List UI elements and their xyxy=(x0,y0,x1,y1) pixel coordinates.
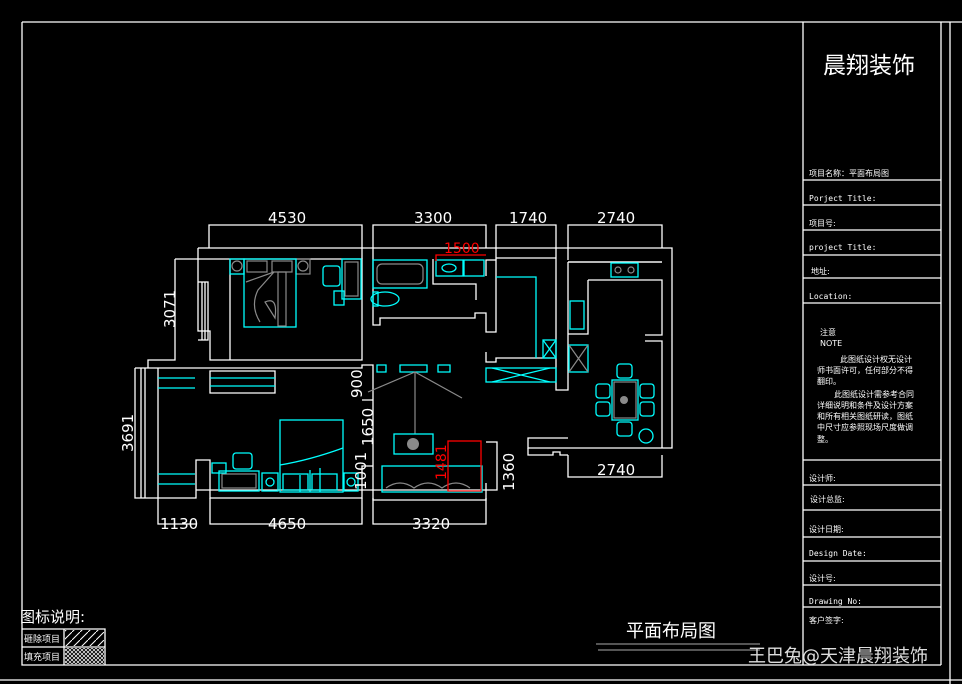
company-name: 晨翔装饰 xyxy=(823,53,915,79)
dim-top-2: 3300 xyxy=(414,209,452,227)
dimension-lines xyxy=(157,224,663,525)
chair xyxy=(639,401,655,417)
drawing-no-en-label: Drawing No: xyxy=(809,597,862,606)
drawing-title: 平面布局图 xyxy=(626,621,716,642)
note-line: 中尺寸应参照现场尺度做调 xyxy=(817,422,913,432)
crosshatch-swatch xyxy=(65,648,104,664)
shoe-cabinet xyxy=(496,276,537,358)
plant-icon xyxy=(638,428,654,444)
red-dimension-line xyxy=(435,254,486,261)
bathroom-fixtures xyxy=(370,254,486,307)
hatch-swatch xyxy=(65,630,104,646)
note-line: 详细说明和条件及设计方案 xyxy=(817,400,913,410)
designer-label: 设计师: xyxy=(809,473,836,483)
project-title-label: Porject Title: xyxy=(809,194,876,203)
red-highlight-area xyxy=(447,440,482,492)
note-line: 师书面许可，任何部分不得 xyxy=(817,365,913,375)
toilet xyxy=(370,291,400,307)
project-no-label: 项目号: xyxy=(809,219,836,228)
note-line: 此图纸设计需参考合同 xyxy=(834,389,914,399)
sink xyxy=(435,259,464,277)
dim-top-1: 4530 xyxy=(268,209,306,227)
drawing-no-label: 设计号: xyxy=(809,573,836,583)
dim-top-3: 1740 xyxy=(509,209,547,227)
tv-cabinet xyxy=(376,364,451,373)
title-underline xyxy=(596,643,760,651)
dim-left-2: 3691 xyxy=(119,414,137,452)
legend-table: 砸除项目 填充项目 xyxy=(22,628,106,665)
dim-red-1: 1500 xyxy=(444,241,480,257)
note-line: 整。 xyxy=(817,434,833,444)
kitchen-sink xyxy=(569,300,585,330)
project-name-label: 项目名称：平面布局图 xyxy=(809,168,889,178)
dining-table xyxy=(611,379,639,421)
chair xyxy=(616,421,633,437)
dim-mid-2: 1650 xyxy=(359,408,377,446)
dim-red-2: 1481 xyxy=(434,444,450,480)
dim-bottom-1: 1130 xyxy=(160,515,198,533)
cabinet xyxy=(485,367,557,383)
chair xyxy=(595,383,611,399)
dim-mid-1: 900 xyxy=(348,369,366,398)
dim-mid-4: 1360 xyxy=(500,453,518,491)
desk xyxy=(218,470,260,492)
entrance-cabinets xyxy=(485,276,557,383)
dim-bottom-3: 3320 xyxy=(412,515,450,533)
legend-item-fill: 填充项目 xyxy=(24,651,60,663)
design-supervisor-label: 设计总监: xyxy=(810,494,845,504)
note-line: 翻印。 xyxy=(817,377,841,386)
dim-mid-3: 1001 xyxy=(352,452,370,490)
note-line: 此图纸设计权无设计 xyxy=(840,354,912,364)
legend-title: 图标说明: xyxy=(20,608,85,626)
dim-bottom-2: 4650 xyxy=(268,515,306,533)
double-bed xyxy=(279,419,344,493)
chair xyxy=(595,401,611,417)
watermark: 王巴兔@天津晨翔装饰 xyxy=(748,646,928,667)
nightstand xyxy=(261,472,279,492)
note-title: 注意 xyxy=(820,327,836,337)
nightstand xyxy=(343,472,359,492)
lower-bedroom xyxy=(158,377,359,493)
fridge xyxy=(568,344,589,373)
location-label: Location: xyxy=(809,292,852,301)
dim-right-bottom: 2740 xyxy=(597,461,635,479)
sheet-frame xyxy=(0,21,962,684)
design-date-en-label: Design Date: xyxy=(809,549,867,558)
dim-left-1: 3071 xyxy=(161,290,179,328)
washing-machine xyxy=(463,259,485,277)
lamp-icon xyxy=(297,260,309,272)
legend-item-demolish: 砸除项目 xyxy=(24,633,60,645)
armchair xyxy=(322,265,341,287)
note-line: 和所有相关图纸研读，图纸 xyxy=(817,411,913,421)
bed-top-bedroom xyxy=(229,258,362,328)
stove xyxy=(610,262,639,278)
design-date-label: 设计日期: xyxy=(809,524,844,534)
living-room xyxy=(367,364,483,493)
bed xyxy=(243,258,297,328)
sofa xyxy=(381,465,483,493)
coffee-table xyxy=(393,433,434,455)
walls xyxy=(134,247,673,501)
chair xyxy=(639,383,655,399)
bathtub xyxy=(372,259,428,289)
wardrobe xyxy=(341,258,362,300)
project-title-label-2: project Title: xyxy=(809,243,876,252)
note-title-en: NOTE xyxy=(820,339,842,348)
client-signature-label: 客户签字: xyxy=(809,615,844,625)
kitchen-dining xyxy=(568,262,655,444)
address-label: 地址: xyxy=(811,266,830,276)
lamp-icon xyxy=(231,260,243,272)
desk-chair xyxy=(232,452,253,470)
dim-top-4: 2740 xyxy=(597,209,635,227)
title-block-grid xyxy=(803,179,941,608)
chair xyxy=(616,363,633,379)
